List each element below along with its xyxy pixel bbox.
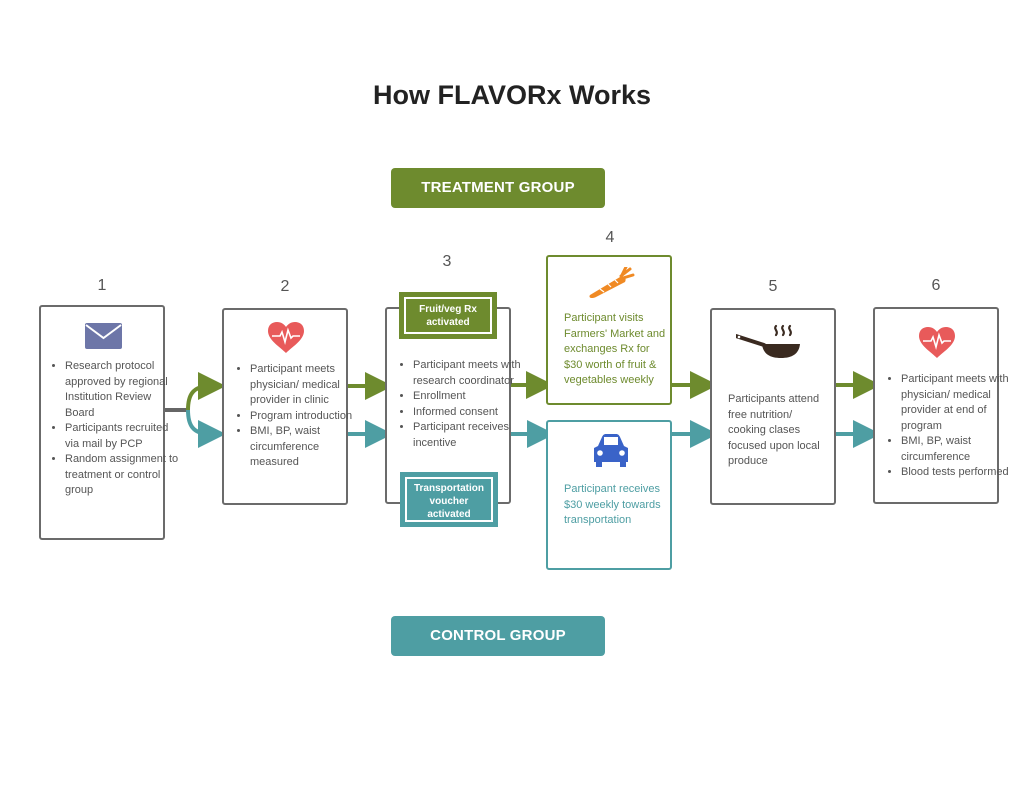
list-item: Participants recruited via mail by PCP: [65, 421, 183, 452]
transportation-voucher-tag: Transportation voucher activated: [400, 472, 498, 527]
step-2-bullets: Participant meets physician/ medical pro…: [224, 362, 368, 471]
step-number-3: 3: [442, 253, 452, 270]
list-item: Participant meets with research coordina…: [413, 358, 531, 389]
heart-icon: [268, 322, 304, 353]
step-number-4: 4: [605, 229, 615, 246]
fruit-veg-rx-label: Fruit/veg Rx activated: [404, 297, 492, 334]
step-5-text: Participants attend free nutrition/ cook…: [728, 393, 820, 467]
step-3-box: Participant meets with research coordina…: [385, 307, 521, 504]
transportation-voucher-label: Transportation voucher activated: [405, 477, 493, 522]
heart-icon: [919, 327, 955, 358]
list-item: Enrollment: [413, 389, 531, 405]
step-4-control-text: Participant receives $30 weekly towards …: [564, 483, 661, 526]
step-2-box: Participant meets physician/ medical pro…: [222, 308, 352, 505]
car-icon: [594, 434, 628, 467]
envelope-icon: [85, 323, 122, 349]
step-number-6: 6: [931, 277, 941, 294]
list-item: Random assignment to treatment or contro…: [65, 452, 183, 499]
list-item: BMI, BP, waist circumference measured: [250, 424, 368, 471]
step-number-2: 2: [280, 278, 290, 295]
list-item: Research protocol approved by regional I…: [65, 359, 183, 421]
step-6-bullets: Participant meets with physician/ medica…: [875, 372, 1021, 481]
list-item: Participant meets physician/ medical pro…: [250, 362, 368, 409]
step-1-bullets: Research protocol approved by regional I…: [39, 359, 183, 499]
list-item: BMI, BP, waist circumference: [901, 434, 1021, 465]
arrow-1-2-control: [186, 409, 226, 448]
step-4-control-box: Participant receives $30 weekly towards …: [546, 420, 672, 570]
page-title: How FLAVORx Works: [372, 80, 652, 110]
list-item: Participant receives incentive: [413, 420, 531, 451]
control-group-label: CONTROL GROUP: [391, 616, 605, 656]
list-item: Informed consent: [413, 405, 531, 421]
fruit-veg-rx-tag: Fruit/veg Rx activated: [399, 292, 497, 339]
step-number-5: 5: [768, 278, 778, 295]
treatment-group-label: TREATMENT GROUP: [391, 168, 605, 208]
list-item: Blood tests performed: [901, 465, 1021, 481]
step-6-box: Participant meets with physician/ medica…: [873, 307, 1009, 504]
step-number-1: 1: [97, 277, 107, 294]
arrow-1-2-treatment: [186, 372, 226, 411]
step-1-box: Research protocol approved by regional I…: [39, 305, 178, 540]
carrot-icon: [589, 267, 635, 299]
step-3-bullets: Participant meets with research coordina…: [387, 358, 531, 451]
list-item: Participant meets with physician/ medica…: [901, 372, 1021, 434]
list-item: Program introduction: [250, 409, 368, 425]
frying-pan-icon: [736, 324, 800, 358]
step-5-box: Participants attend free nutrition/ cook…: [710, 308, 836, 505]
step-4-treatment-text: Participant visits Farmers' Market and e…: [564, 312, 666, 386]
step-4-treatment-box: Participant visits Farmers' Market and e…: [546, 255, 672, 405]
